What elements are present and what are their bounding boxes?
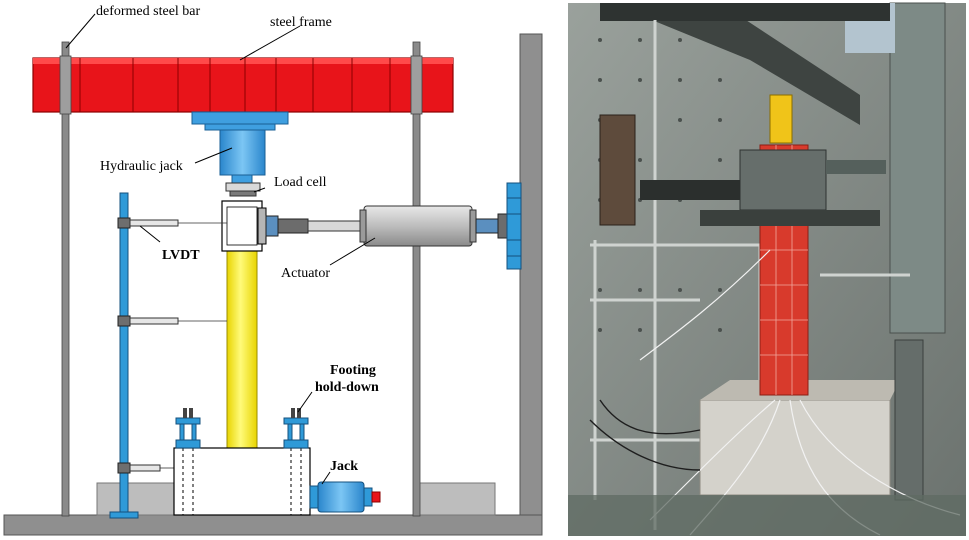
- photo-steel-column: [889, 2, 946, 334]
- photo-lvdt-stand: [894, 339, 924, 501]
- loading-head: [221, 200, 267, 252]
- base-block-left: [96, 482, 178, 516]
- actuator: [265, 182, 522, 270]
- footing-hold-down: [175, 408, 309, 449]
- label-hydraulic-jack: Hydraulic jack: [100, 159, 183, 174]
- hydraulic-jack: [191, 111, 289, 184]
- hold-down-left: [175, 408, 201, 449]
- label-deformed-steel-bar: deformed steel bar: [96, 4, 201, 19]
- label-steel-frame: steel frame: [270, 15, 332, 30]
- steel-frame: [32, 55, 454, 115]
- label-hold-down: hold-down: [315, 380, 379, 395]
- photo-actuator-right: [826, 160, 886, 174]
- wall-anchor-holes: [598, 38, 722, 332]
- photo-actuator-left: [640, 180, 740, 200]
- label-actuator: Actuator: [281, 266, 330, 281]
- label-load-cell: Load cell: [274, 175, 327, 190]
- leader-lines: [65, 13, 376, 485]
- ground-slab: [3, 514, 543, 536]
- label-lvdt: LVDT: [162, 248, 200, 263]
- hold-down-right: [283, 408, 309, 449]
- photo-footing: [699, 399, 891, 496]
- photo-yellow-jack: [769, 94, 793, 144]
- schematic-diagram: deformed steel bar steel frame Hydraulic…: [3, 4, 543, 536]
- deformed-steel-bar-left: [61, 41, 70, 517]
- photo-loading-head: [739, 149, 827, 211]
- footing: [173, 447, 311, 516]
- label-footing: Footing: [330, 363, 376, 378]
- reaction-wall: [519, 33, 543, 521]
- lvdt-stand: [109, 192, 227, 519]
- deformed-steel-bar-right: [412, 41, 421, 517]
- base-block-right: [414, 482, 496, 516]
- photo-reaction-plate: [599, 114, 636, 226]
- horizontal-jack: [309, 481, 381, 513]
- test-setup-photo: [568, 2, 966, 536]
- photo-overhead-beam: [610, 3, 860, 125]
- load-cell: [225, 182, 261, 197]
- label-jack: Jack: [330, 459, 358, 474]
